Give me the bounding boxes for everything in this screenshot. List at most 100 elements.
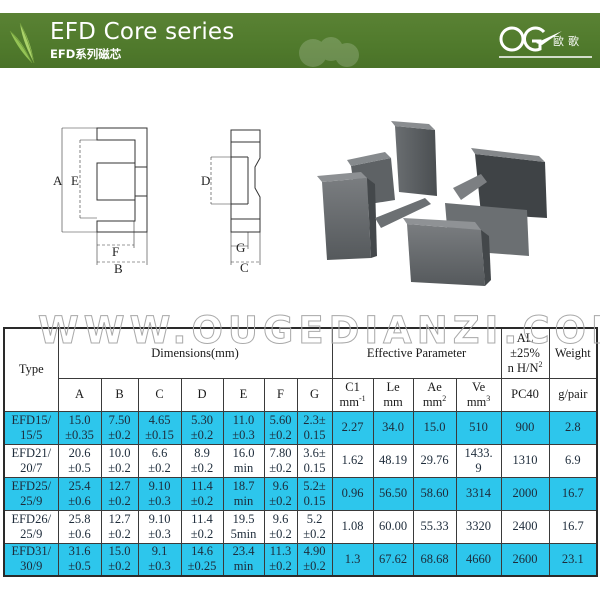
cell-c1: 1.62: [331, 443, 374, 478]
cell-c: 9.1±0.3: [137, 542, 182, 577]
subheader-a: A: [57, 377, 102, 412]
cell-al: 900: [500, 410, 550, 445]
cell-ve: 1433.9: [455, 443, 502, 478]
core-dimension-drawing: A E F B D G C: [53, 127, 261, 276]
cell-f: 9.6±0.2: [263, 509, 298, 544]
subheader-weight-unit: g/pair: [548, 377, 598, 412]
cell-f: 7.80±0.2: [263, 443, 298, 478]
cell-d: 5.30±0.2: [180, 410, 224, 445]
og-logo-icon: [499, 26, 592, 58]
cell-ve: 3320: [455, 509, 502, 544]
cell-type: EFD15/15/5: [3, 410, 59, 445]
cell-b: 10.0±0.2: [100, 443, 139, 478]
cell-ae: 15.0: [412, 410, 457, 445]
cell-al: 2000: [500, 476, 550, 511]
cell-a: 25.8±0.6: [57, 509, 102, 544]
cell-weight: 2.8: [548, 410, 598, 445]
cell-le: 34.0: [372, 410, 414, 445]
cell-g: 5.2±0.2: [296, 509, 333, 544]
subheader-b: B: [100, 377, 139, 412]
cell-f: 11.3±0.2: [263, 542, 298, 577]
cell-weight: 16.7: [548, 476, 598, 511]
cell-c1: 2.27: [331, 410, 374, 445]
cell-type: EFD21/20/7: [3, 443, 59, 478]
label-f: F: [112, 244, 119, 259]
cell-c: 4.65±0.15: [137, 410, 182, 445]
cell-f: 9.6±0.2: [263, 476, 298, 511]
cell-a: 25.4±0.6: [57, 476, 102, 511]
brand-logo: 歐歌: [496, 19, 596, 63]
cell-g: 3.6±0.15: [296, 443, 333, 478]
cell-d: 14.6±0.25: [180, 542, 224, 577]
bamboo-leaf-icon: [9, 22, 35, 64]
subheader-f: F: [263, 377, 298, 412]
table-row: EFD26/25/9 25.8±0.6 12.7±0.2 9.10±0.3 11…: [3, 509, 598, 544]
cell-weight: 16.7: [548, 509, 598, 544]
label-c: C: [240, 260, 249, 275]
subheader-e: E: [222, 377, 265, 412]
cell-d: 11.4±0.2: [180, 476, 224, 511]
label-b: B: [114, 261, 123, 276]
table-row: EFD31/30/9 31.6±0.5 15.0±0.2 9.1±0.3 14.…: [3, 542, 598, 577]
subheader-al-material: PC40: [500, 377, 550, 412]
cell-al: 2600: [500, 542, 550, 577]
cell-al: 2400: [500, 509, 550, 544]
label-d: D: [201, 173, 210, 188]
cell-weight: 6.9: [548, 443, 598, 478]
cell-ae: 55.33: [412, 509, 457, 544]
header-banner: EFD Core series EFD系列磁芯 歐歌: [0, 13, 600, 68]
cell-le: 67.62: [372, 542, 414, 577]
cell-type: EFD31/30/9: [3, 542, 59, 577]
cell-g: 5.2±0.15: [296, 476, 333, 511]
cell-c1: 0.96: [331, 476, 374, 511]
header-dimensions: Dimensions(mm): [57, 327, 333, 379]
cell-d: 8.9±0.2: [180, 443, 224, 478]
cell-ae: 58.60: [412, 476, 457, 511]
cell-c: 6.6±0.2: [137, 443, 182, 478]
cell-b: 15.0±0.2: [100, 542, 139, 577]
table-row: EFD25/25/9 25.4±0.6 12.7±0.2 9.10±0.3 11…: [3, 476, 598, 511]
cell-c1: 1.08: [331, 509, 374, 544]
cell-g: 4.90±0.2: [296, 542, 333, 577]
cell-f: 5.60±0.2: [263, 410, 298, 445]
cell-b: 12.7±0.2: [100, 509, 139, 544]
label-g: G: [236, 240, 245, 255]
cell-le: 48.19: [372, 443, 414, 478]
cell-type: EFD25/25/9: [3, 476, 59, 511]
table-header-row: Type Dimensions(mm) Effective Parameter …: [3, 327, 598, 412]
spec-table: Type Dimensions(mm) Effective Parameter …: [3, 327, 599, 577]
cell-c: 9.10±0.3: [137, 476, 182, 511]
subheader-g: G: [296, 377, 333, 412]
cell-le: 56.50: [372, 476, 414, 511]
cloud-ornament-icon: [299, 37, 359, 67]
page-title: EFD Core series: [50, 19, 235, 45]
header-effective-parameter: Effective Parameter: [331, 327, 502, 379]
cell-a: 20.6±0.5: [57, 443, 102, 478]
table-row: EFD21/20/7 20.6±0.5 10.0±0.2 6.6±0.2 8.9…: [3, 443, 598, 478]
cell-ve: 3314: [455, 476, 502, 511]
cell-ve: 510: [455, 410, 502, 445]
brand-chinese-name: 歐歌: [553, 35, 583, 48]
subheader-d: D: [180, 377, 224, 412]
cell-c: 9.10±0.3: [137, 509, 182, 544]
label-e: E: [71, 173, 79, 188]
cell-a: 15.0±0.35: [57, 410, 102, 445]
cell-ae: 29.76: [412, 443, 457, 478]
label-a: A: [53, 173, 63, 188]
cell-e: 11.0±0.3: [222, 410, 265, 445]
ferrite-core-photo: [317, 121, 547, 286]
cell-le: 60.00: [372, 509, 414, 544]
header-type: Type: [3, 327, 59, 412]
cell-al: 1310: [500, 443, 550, 478]
table-row: EFD15/15/5 15.0±0.35 7.50±0.2 4.65±0.15 …: [3, 410, 598, 445]
cell-b: 7.50±0.2: [100, 410, 139, 445]
cell-weight: 23.1: [548, 542, 598, 577]
